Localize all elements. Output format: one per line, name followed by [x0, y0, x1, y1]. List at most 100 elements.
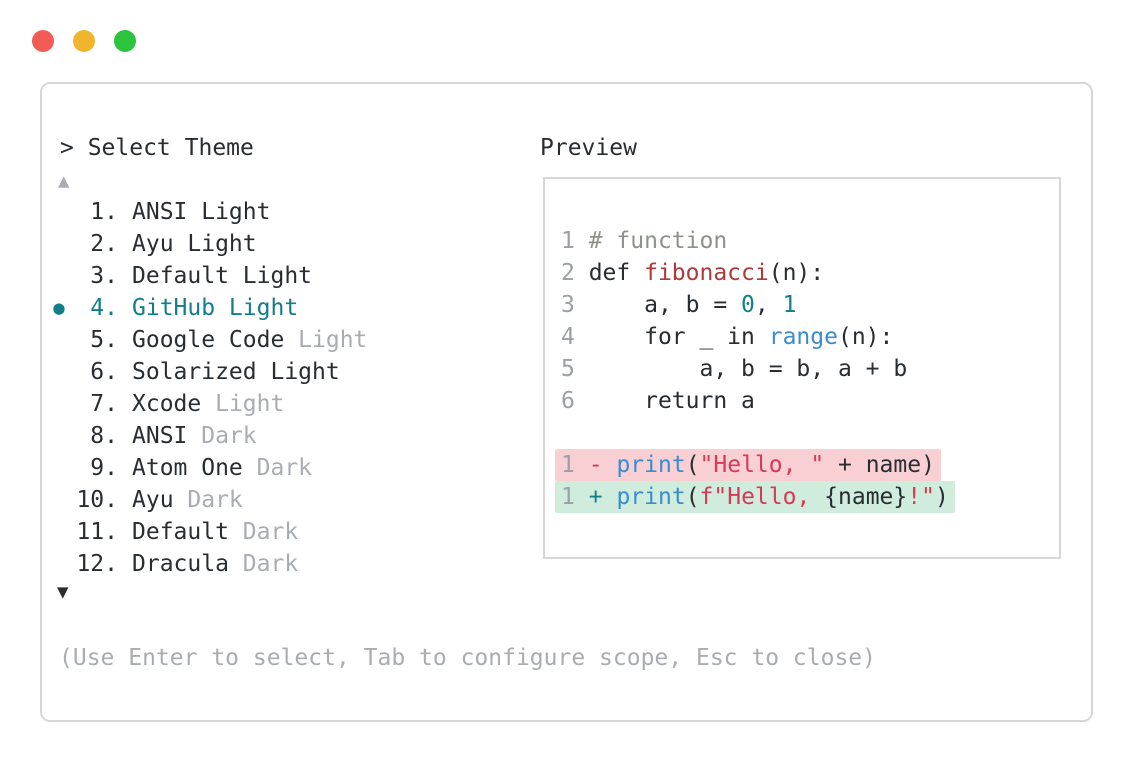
selected-bullet-icon — [42, 324, 76, 356]
code-token: - — [588, 452, 603, 478]
code-token: 6 — [561, 388, 589, 414]
theme-list-item[interactable]: ● 4. GitHub Light — [42, 292, 542, 324]
code-token: Dark — [201, 423, 257, 449]
code-token: ANSI — [132, 423, 202, 449]
code-token: # function — [588, 228, 728, 254]
theme-list-item[interactable]: 11. Default Dark — [42, 516, 542, 548]
code-token: 1 — [561, 228, 589, 254]
theme-item-number: 9. — [90, 455, 118, 481]
theme-list-item[interactable]: 3. Default Light — [42, 260, 542, 292]
theme-list-item[interactable]: 12. Dracula Dark — [42, 548, 542, 580]
theme-list-item[interactable]: 1. ANSI Light — [42, 196, 542, 228]
code-token: {name} — [824, 484, 908, 510]
selected-bullet-icon — [42, 484, 76, 516]
theme-list-item[interactable]: 7. Xcode Light — [42, 388, 542, 420]
theme-list-item[interactable]: 10.Ayu Dark — [42, 484, 542, 516]
code-token: 1 — [561, 484, 575, 510]
selected-bullet-icon — [42, 516, 76, 548]
code-token: ) — [934, 484, 949, 510]
theme-item-name: Ayu Dark — [132, 484, 243, 516]
zoom-button[interactable] — [114, 30, 136, 52]
theme-item-name: ANSI Dark — [132, 420, 257, 452]
code-token: GitHub Light — [132, 295, 299, 321]
theme-item-number: 8. — [90, 423, 118, 449]
code-token: Light — [298, 327, 368, 353]
theme-list-item[interactable]: 8. ANSI Dark — [42, 420, 542, 452]
theme-item-name: Default Dark — [132, 516, 298, 548]
code-token: ANSI Light — [132, 199, 271, 225]
code-token: a, b = — [588, 292, 742, 318]
theme-item-number: 1. — [90, 199, 118, 225]
code-token: 0 — [741, 292, 755, 318]
theme-list-item[interactable]: 5. Google Code Light — [42, 324, 542, 356]
code-token: !" — [907, 484, 935, 510]
code-token: 2 — [561, 260, 589, 286]
scroll-up-icon[interactable]: ▲ — [58, 170, 70, 192]
code-token: Dark — [242, 551, 299, 577]
code-token: , — [754, 292, 783, 318]
theme-item-name: Xcode Light — [132, 388, 284, 420]
code-token: Default Light — [132, 263, 313, 289]
theme-list-item[interactable]: 9. Atom One Dark — [42, 452, 542, 484]
code-token: ( — [685, 484, 700, 510]
diff-line-removed: 1 - print("Hello, " + name) — [555, 449, 941, 481]
preview-label: Preview — [540, 135, 637, 161]
theme-item-number: 4. — [90, 295, 118, 321]
scroll-down-icon[interactable]: ▼ — [57, 581, 69, 603]
diff-row: 1 - print("Hello, " + name) — [555, 449, 1059, 481]
code-line: 5 a, b = b, a + b — [561, 353, 1059, 385]
code-token: 4 — [561, 324, 589, 350]
diff-row: 1 + print(f"Hello, {name}!") — [555, 481, 1059, 513]
selected-bullet-icon — [42, 420, 76, 452]
code-token: Google Code — [132, 327, 299, 353]
code-token: Xcode — [132, 391, 216, 417]
selected-bullet-icon — [42, 196, 76, 228]
code-token: ( — [685, 452, 700, 478]
code-token — [575, 452, 589, 478]
theme-item-number: 7. — [90, 391, 118, 417]
code-token: range — [768, 324, 838, 350]
code-token: for _ in — [588, 324, 769, 350]
theme-item-number: 12. — [76, 551, 118, 577]
code-token: Default — [132, 519, 243, 545]
code-token — [603, 452, 617, 478]
code-token: def — [588, 260, 645, 286]
code-token: Dracula — [132, 551, 243, 577]
theme-list-item[interactable]: 6.Solarized Light — [42, 356, 542, 388]
theme-picker-dialog: > Select Theme Preview ▲ 1. ANSI Light 2.A… — [40, 82, 1093, 722]
code-token: 5 — [561, 356, 589, 382]
theme-item-name: Solarized Light — [132, 356, 340, 388]
theme-item-name: Ayu Light — [132, 228, 257, 260]
code-line: 3 a, b = 0, 1 — [561, 289, 1059, 321]
code-token: return a — [588, 388, 755, 414]
theme-item-name: Dracula Dark — [132, 548, 298, 580]
theme-list-item[interactable]: 2.Ayu Light — [42, 228, 542, 260]
code-token: fibonacci — [644, 260, 769, 286]
minimize-button[interactable] — [73, 30, 95, 52]
selected-bullet-icon — [42, 228, 76, 260]
theme-item-name: ANSI Light — [132, 196, 270, 228]
close-button[interactable] — [32, 30, 54, 52]
code-token: a, b = b, a + b — [588, 356, 908, 382]
code-token: Dark — [256, 455, 313, 481]
theme-item-number: 3. — [90, 263, 118, 289]
code-token: Dark — [187, 487, 243, 513]
selected-bullet-icon — [42, 260, 76, 292]
theme-item-name: Default Light — [132, 260, 312, 292]
picker-title: > Select Theme — [60, 135, 254, 161]
code-token: + name) — [824, 452, 935, 478]
theme-item-number: 5. — [90, 327, 118, 353]
selected-bullet-icon — [42, 356, 76, 388]
code-line: 6 return a — [561, 385, 1059, 417]
code-token: Atom One — [132, 455, 257, 481]
code-token: f"Hello, — [699, 484, 825, 510]
code-token: + — [588, 484, 603, 510]
code-token: 3 — [561, 292, 589, 318]
theme-item-number: 11. — [76, 519, 118, 545]
selected-bullet-icon: ● — [53, 297, 65, 319]
code-token: Solarized Light — [132, 359, 340, 385]
keyboard-hint: (Use Enter to select, Tab to configure s… — [59, 645, 876, 671]
code-token: 1 — [782, 292, 797, 318]
